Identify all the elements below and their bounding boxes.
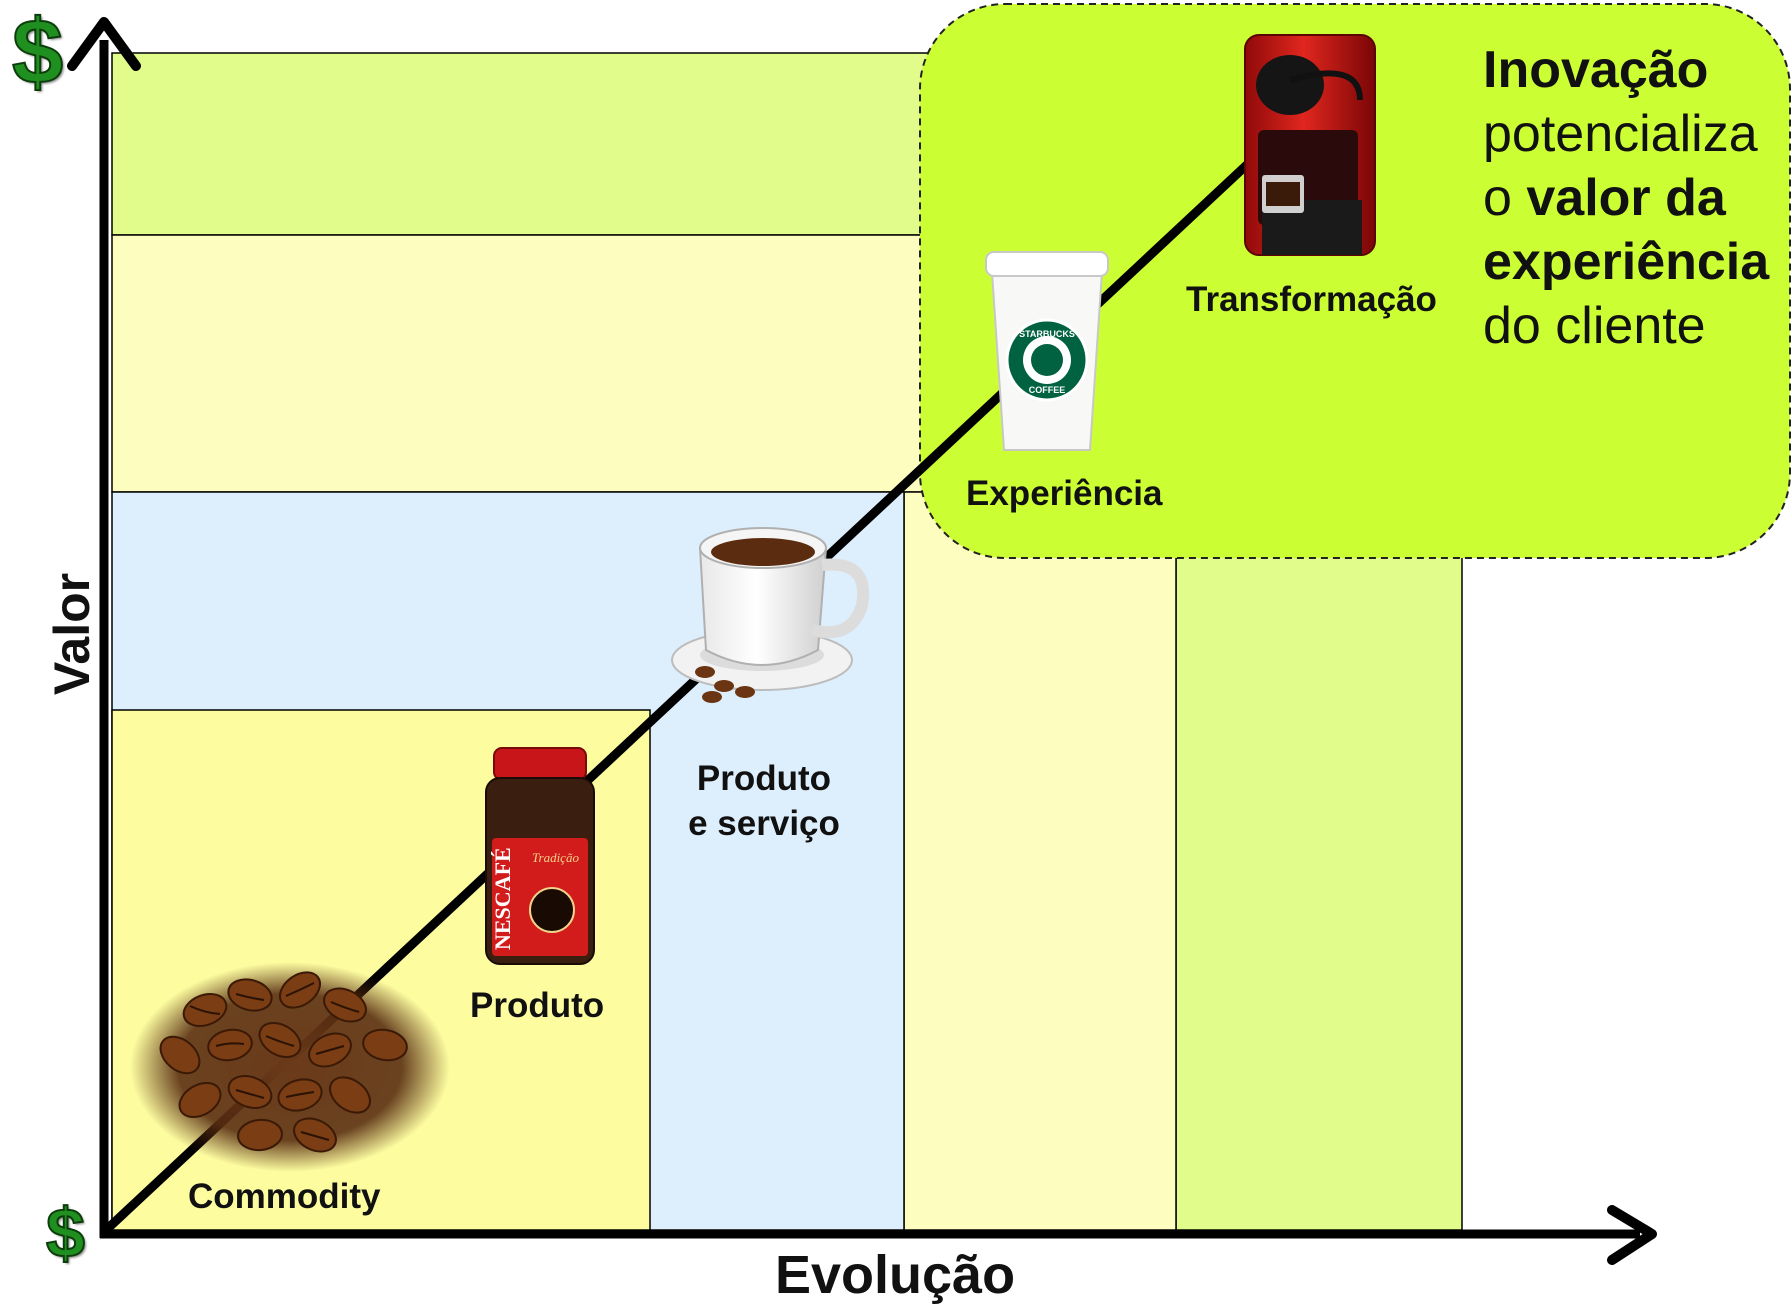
espresso-machine-icon <box>1244 34 1376 256</box>
cup-brand-line1: STARBUCKS <box>1019 329 1075 339</box>
callout-line-4: experiência <box>1483 233 1770 291</box>
y-axis-arrowhead <box>67 17 141 71</box>
origin-dollar-icon: $ <box>45 1194 86 1272</box>
instant-coffee-jar-icon: NESCAFÉ Tradição <box>485 747 595 965</box>
axes <box>67 17 1657 1265</box>
y-axis-label: Valor <box>44 572 100 696</box>
column-experiencia <box>903 491 1177 1231</box>
coffee-cup-icon <box>671 527 870 703</box>
cup-brand-line2: COFFEE <box>1029 385 1066 395</box>
callout-line-3-prefix: o <box>1483 169 1527 227</box>
stage-label-produto: Produto <box>470 986 604 1025</box>
callout-line-5: do cliente <box>1483 297 1706 355</box>
takeaway-cup-icon: STARBUCKS COFFEE <box>985 251 1109 451</box>
stage-label-produto-servico-line1: Produto <box>697 759 831 798</box>
stage-label-transformacao: Transformação <box>1186 280 1437 319</box>
stage-label-commodity: Commodity <box>188 1177 381 1216</box>
callout-line-3-bold: valor da <box>1526 169 1726 227</box>
x-axis-arrowhead <box>1607 1205 1657 1265</box>
callout-line-1: Inovação <box>1483 41 1709 99</box>
callout-line-3: o valor da <box>1483 166 1769 230</box>
column-transformacao <box>1175 491 1463 1231</box>
callout-line-2: potencializa <box>1483 105 1758 163</box>
stage-label-produto-servico-line2: e serviço <box>688 804 840 843</box>
y-axis-top-dollar-icon: $ <box>11 1 64 103</box>
x-axis-label: Evolução <box>775 1245 1016 1305</box>
stage-label-experiencia: Experiência <box>966 474 1163 513</box>
callout-text: Inovação potencializa o valor da experiê… <box>1483 38 1769 358</box>
coffee-beans-icon <box>130 962 450 1172</box>
jar-brand-variant: Tradição <box>532 850 579 865</box>
jar-brand-name: NESCAFÉ <box>490 847 515 950</box>
innovation-callout <box>919 3 1791 559</box>
